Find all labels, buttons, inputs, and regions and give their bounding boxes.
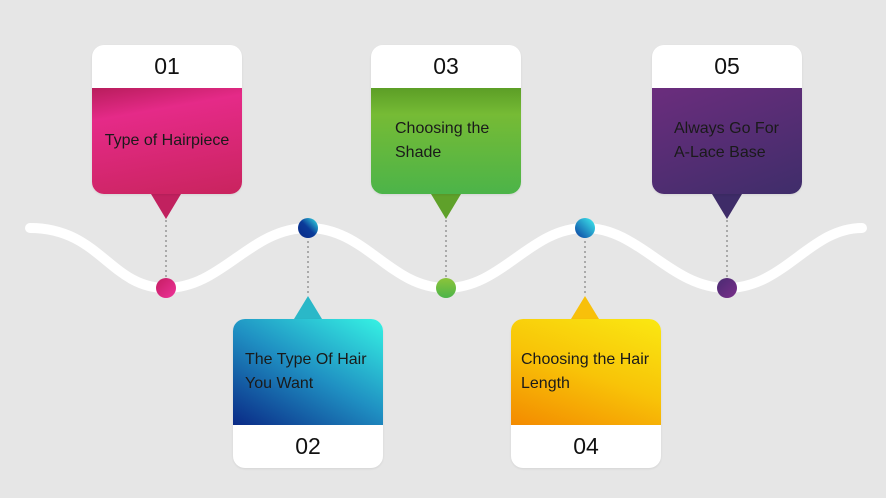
pointer-03: [431, 194, 461, 219]
step-label: Always Go For A-Lace Base: [652, 88, 802, 194]
step-card-01: 01 Type of Hairpiece: [92, 45, 242, 194]
step-label: Choosing the Shade: [371, 88, 521, 194]
step-number: 03: [433, 53, 459, 79]
step-label: Type of Hairpiece: [92, 88, 242, 194]
step-label: Choosing the Hair Length: [511, 319, 661, 425]
pointer-02: [294, 296, 322, 319]
step-number: 02: [295, 433, 321, 459]
dot-01: [156, 278, 176, 298]
step-card-05: 05 Always Go For A-Lace Base: [652, 45, 802, 194]
step-card-04: Choosing the Hair Length 04: [511, 319, 661, 468]
dot-02: [298, 218, 318, 238]
dot-03: [436, 278, 456, 298]
step-number: 05: [714, 53, 740, 79]
pointer-04: [571, 296, 599, 319]
step-number: 04: [573, 433, 599, 459]
pointer-01: [151, 194, 181, 219]
dot-04: [575, 218, 595, 238]
step-card-02: The Type Of Hair You Want 02: [233, 319, 383, 468]
dot-05: [717, 278, 737, 298]
step-number: 01: [154, 53, 180, 79]
step-label: The Type Of Hair You Want: [233, 319, 383, 425]
step-card-03: 03 Choosing the Shade: [371, 45, 521, 194]
pointer-05: [712, 194, 742, 219]
